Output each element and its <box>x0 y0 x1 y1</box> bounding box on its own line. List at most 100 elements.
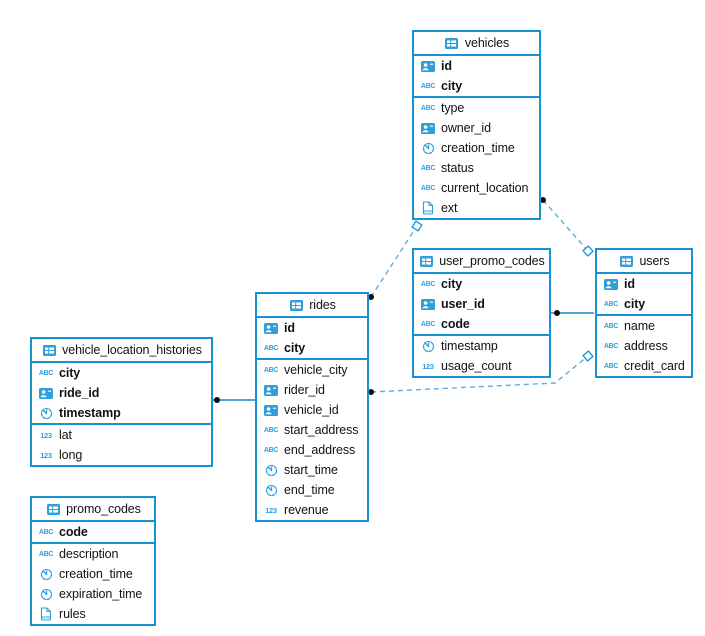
section-divider <box>32 542 154 544</box>
text-abc-icon: ABC <box>420 104 436 112</box>
clock-icon <box>420 142 436 155</box>
column-row-user_promo_codes-user_id[interactable]: user_id <box>414 294 549 314</box>
table-header-promo_codes[interactable]: promo_codes <box>32 498 154 522</box>
column-name: usage_count <box>441 359 512 373</box>
table-grid-icon <box>444 37 460 49</box>
column-name: city <box>624 297 646 311</box>
table-title: rides <box>309 298 336 312</box>
column-name: code <box>59 525 88 539</box>
column-row-promo_codes-code[interactable]: ABC code <box>32 522 154 542</box>
relation-line-rides-to-vehicles <box>370 225 418 298</box>
clock-icon <box>420 340 436 353</box>
column-name: status <box>441 161 474 175</box>
text-abc-icon: ABC <box>38 528 54 536</box>
text-abc-icon: ABC <box>420 280 436 288</box>
column-row-vehicles-owner_id[interactable]: owner_id <box>414 118 539 138</box>
table-header-vehicles[interactable]: vehicles <box>414 32 539 56</box>
column-row-rides-vehicle_id[interactable]: vehicle_id <box>257 400 367 420</box>
section-divider <box>32 423 211 425</box>
column-name: timestamp <box>441 339 498 353</box>
svg-text:JSON: JSON <box>41 615 51 619</box>
column-name: description <box>59 547 119 561</box>
column-row-rides-end_time[interactable]: end_time <box>257 480 367 500</box>
column-row-rides-vehicle_city[interactable]: ABC vehicle_city <box>257 360 367 380</box>
column-row-vehicle_location_histories-timestamp[interactable]: timestamp <box>32 403 211 423</box>
column-row-user_promo_codes-timestamp[interactable]: timestamp <box>414 336 549 356</box>
table-header-rides[interactable]: rides <box>257 294 367 318</box>
column-name: vehicle_city <box>284 363 348 377</box>
id-badge-icon <box>420 60 436 72</box>
id-badge-icon <box>603 278 619 290</box>
section-divider <box>414 334 549 336</box>
column-row-vehicles-id[interactable]: id <box>414 56 539 76</box>
section-divider <box>257 358 367 360</box>
number-123-icon: 123 <box>40 450 52 460</box>
table-title: promo_codes <box>66 502 141 516</box>
column-name: end_address <box>284 443 356 457</box>
relation-square-marker-vehicles-to-users <box>582 245 594 257</box>
clock-icon <box>38 588 54 601</box>
column-name: id <box>441 59 452 73</box>
column-row-rides-rider_id[interactable]: rider_id <box>257 380 367 400</box>
clock-icon <box>38 407 54 420</box>
column-row-promo_codes-creation_time[interactable]: creation_time <box>32 564 154 584</box>
table-grid-icon <box>288 299 304 311</box>
column-name: id <box>284 321 295 335</box>
table-header-user_promo_codes[interactable]: user_promo_codes <box>414 250 549 274</box>
id-badge-icon <box>263 384 279 396</box>
table-header-vehicle_location_histories[interactable]: vehicle_location_histories <box>32 339 211 363</box>
json-document-icon: JSON <box>38 607 54 621</box>
text-abc-icon: ABC <box>603 342 619 350</box>
column-row-rides-start_time[interactable]: start_time <box>257 460 367 480</box>
column-row-vehicles-creation_time[interactable]: creation_time <box>414 138 539 158</box>
table-header-users[interactable]: users <box>597 250 691 274</box>
text-abc-icon: ABC <box>263 366 279 374</box>
column-name: end_time <box>284 483 335 497</box>
column-name: user_id <box>441 297 485 311</box>
text-abc-icon: ABC <box>38 369 54 377</box>
column-row-users-id[interactable]: id <box>597 274 691 294</box>
column-name: id <box>624 277 635 291</box>
text-abc-icon: ABC <box>420 184 436 192</box>
relation-dot-marker-vehicle_location_histories-to-rides <box>214 397 220 403</box>
table-title: users <box>639 254 670 268</box>
column-row-vehicle_location_histories-ride_id[interactable]: ride_id <box>32 383 211 403</box>
column-name: city <box>441 79 463 93</box>
relation-square-marker-rides-to-users <box>582 350 594 362</box>
column-row-vehicle_location_histories-lat[interactable]: 123 lat <box>32 425 211 445</box>
column-name: name <box>624 319 655 333</box>
table-grid-icon <box>45 503 61 515</box>
column-name: expiration_time <box>59 587 143 601</box>
column-name: lat <box>59 428 72 442</box>
column-name: start_address <box>284 423 359 437</box>
number-123-icon: 123 <box>40 430 52 440</box>
column-row-rides-id[interactable]: id <box>257 318 367 338</box>
column-row-promo_codes-expiration_time[interactable]: expiration_time <box>32 584 154 604</box>
